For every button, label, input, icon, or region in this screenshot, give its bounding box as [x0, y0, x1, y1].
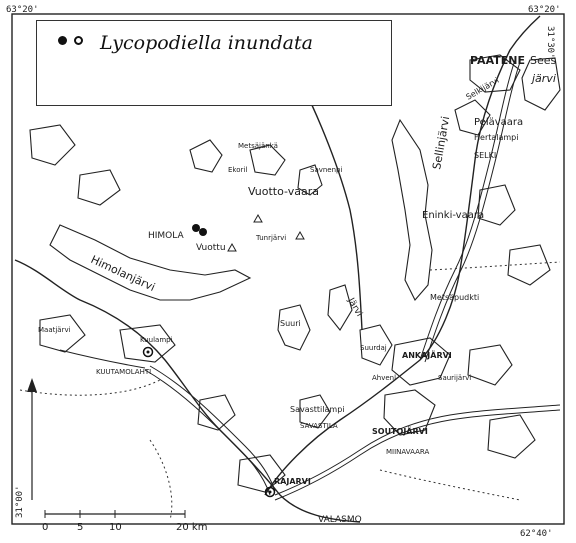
- label-soutojarvi: SOUTOJÄRVI: [372, 426, 428, 436]
- label-himola: HIMOLA: [148, 231, 184, 241]
- map-frame: [11, 13, 565, 525]
- scale-tick-10: 10: [109, 522, 122, 533]
- legend-ringed-dot-icon: [74, 36, 83, 45]
- roads: [59, 59, 561, 501]
- label-savastila: SAVASTILA: [300, 422, 338, 430]
- triangle-icon: [253, 213, 263, 223]
- triangle-icon: [295, 230, 305, 240]
- label-savasttilampi: Savasttilampi: [290, 405, 345, 414]
- label-sellinjarvi: Sellinjärvi: [430, 115, 452, 170]
- north-arrow-icon: [27, 378, 37, 500]
- label-kuutamolahti: KUUTAMOLAHTI: [96, 368, 151, 376]
- coord-bottom-right: 62°40': [520, 529, 553, 539]
- scale-tick-5: 5: [77, 522, 83, 533]
- label-rajarvi: RAJARVI: [274, 477, 311, 486]
- occurrence-ring-center-icon: [146, 350, 150, 354]
- elevation-markers: [227, 213, 305, 252]
- label-ankajarvi: ANKAJÄRVI: [402, 350, 452, 360]
- label-vuottu: Vuottu: [196, 243, 226, 253]
- coord-top-left: 63°20': [6, 5, 39, 15]
- scale-bar: 0 5 10 20 km: [42, 510, 207, 533]
- label-saurijarvi: Saurijärvi: [438, 374, 471, 382]
- label-sees: Sees: [530, 54, 557, 67]
- label-kuutamolampi: Kuulampi: [140, 336, 173, 344]
- label-savnenpi: Savnenpi: [310, 166, 342, 174]
- occurrence-points: [142, 224, 276, 498]
- occurrence-dot-icon: [199, 228, 207, 236]
- scale-tick-0: 0: [42, 522, 48, 533]
- legend-box: [36, 20, 392, 106]
- label-selki: SELKI: [474, 151, 496, 160]
- occurrence-ring-icon: [142, 346, 154, 358]
- occurrence-ring-icon: [264, 486, 276, 498]
- label-eninki-vaara: Eninki-vaara: [422, 210, 484, 221]
- trails: [19, 261, 561, 521]
- legend-species-name: Lycopodiella inundata: [100, 32, 313, 54]
- label-metsapudkti: Metsäpudkti: [430, 293, 479, 302]
- label-maatjarvi: Maatjärvi: [38, 326, 71, 334]
- scale-tick-20: 20 km: [176, 522, 207, 533]
- label-miinavaara: MIINAVAARA: [386, 448, 429, 456]
- label-hertalampi: Hertalampi: [474, 133, 518, 142]
- lakes: [29, 54, 561, 493]
- label-suuri: Suuri: [280, 319, 301, 328]
- triangle-icon: [227, 242, 237, 252]
- legend-filled-dot-icon: [58, 36, 67, 45]
- coord-right-side: 31°30': [545, 26, 555, 59]
- label-valasmo: VALASMO: [318, 515, 362, 525]
- label-ekoril: Ekoril: [228, 166, 247, 174]
- label-vuotto-vaara: Vuotto-vaara: [248, 185, 319, 198]
- label-ahvenl: Ahvenl: [372, 374, 396, 382]
- coord-top-right: 63°20': [528, 5, 561, 15]
- label-himolanjarvi: Himolanjärvi: [89, 253, 157, 294]
- label-jarvi-mid: Järvi: [345, 296, 364, 319]
- occurrence-dot-icon: [192, 224, 200, 232]
- label-paatene: PAATENE: [470, 54, 525, 67]
- label-metsajanka: Metsäjänkä: [238, 142, 278, 150]
- label-sees-jarvi: järvi: [530, 72, 556, 85]
- occurrence-ring-center-icon: [268, 490, 272, 494]
- coord-left-side: 31°00': [15, 485, 25, 518]
- label-suur-sudaj: Suurdaj: [360, 344, 387, 352]
- label-tunturijarvi: Tunrjärvi: [255, 234, 286, 242]
- label-pelavaara: Pelävaara: [474, 117, 523, 128]
